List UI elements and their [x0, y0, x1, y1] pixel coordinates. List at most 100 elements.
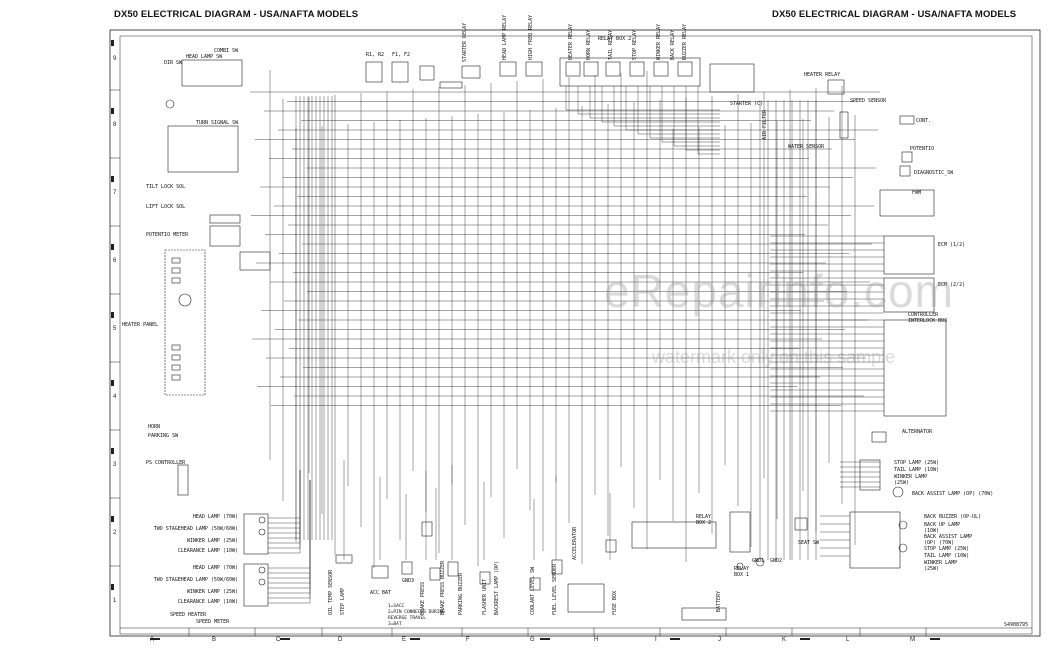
label-potentio: POTENTIO	[910, 146, 935, 152]
label-battery: BATTERY	[716, 590, 722, 612]
label-f1-f2: F1, F2	[392, 52, 411, 58]
zone-row-8: 8	[113, 122, 117, 128]
label-gnd2: GND2	[770, 558, 783, 564]
label-flasher-unit: FLASHER UNIT	[482, 578, 488, 615]
label-head-lamp-2: HEAD LAMP (70W)	[192, 565, 238, 571]
watermark-main: eRepairinfo.com	[604, 265, 954, 317]
label-heater-panel: HEATER PANEL	[122, 322, 159, 328]
relay-box-2-top	[365, 57, 701, 89]
label-spd-sensor: SPEED SENSOR	[850, 98, 887, 104]
watermark-sub: watermark only on this sample	[652, 347, 896, 367]
label-tail-lamp-2: TAIL LAMP (10W)	[924, 553, 970, 559]
label-tilt-lock-sol: TILT LOCK SOL	[146, 184, 186, 190]
zone-col-h: H	[594, 637, 599, 643]
label-relay-7: STOP RELAY	[632, 29, 638, 60]
label-tail-lamp-r: TAIL LAMP (10W)	[894, 467, 940, 473]
page-title-left: DX50 ELECTRICAL DIAGRAM - USA/NAFTA MODE…	[114, 9, 359, 20]
label-speed-meter: SPEED METER	[196, 619, 230, 625]
label-fuel-level-sender: FUEL LEVEL SENDER	[552, 563, 558, 615]
zone-col-f: F	[466, 637, 470, 643]
label-diagnostic-sw: DIAGNOSTIC_SW	[914, 170, 954, 176]
label-parking-buzzer: PARKING BUZZER	[458, 572, 464, 615]
label-accelerator: ACCELERATOR	[572, 526, 578, 560]
label-relay-box-2-top: RELAY BOX 2	[598, 36, 632, 42]
label-relay-6: TAIL RELAY	[608, 29, 614, 60]
label-head-lamp-sw: HEAD LAMP SW	[186, 54, 223, 60]
legend-2: 2=PIN CONNECTS DURING REVERSE TRAVEL	[388, 610, 445, 621]
label-relay-9: BACK RELAY	[670, 29, 676, 60]
label-dir-sw: DIR SW	[164, 60, 183, 66]
label-two-stagehead-2: TWO STAGEHEAD LAMP (50W/60W)	[153, 577, 238, 583]
zone-row-3: 3	[113, 462, 117, 468]
zone-col-b: B	[212, 637, 217, 643]
zone-row-4: 4	[113, 394, 117, 400]
label-lift-lock-sol: LIFT LOCK SOL	[146, 204, 186, 210]
page-title-right: DX50 ELECTRICAL DIAGRAM - USA/NAFTA MODE…	[772, 9, 1017, 20]
label-parking-sw: PARKING SW	[148, 433, 179, 439]
bottom-connectors	[335, 521, 617, 591]
label-clearance-lamp-2: CLEARANCE LAMP (10W)	[177, 599, 238, 605]
label-relay-3: HIGH FREQ RELAY	[528, 14, 534, 60]
label-alternator: ALTERNATOR	[902, 429, 933, 435]
label-ecm2: ECM (2/2)	[938, 282, 966, 288]
zone-ticks	[110, 89, 927, 636]
heater-panel-box	[164, 249, 206, 396]
zone-col-e: E	[402, 637, 407, 643]
legend-3: 3=BAT	[388, 622, 402, 627]
zone-col-m: M	[910, 637, 915, 643]
label-controller-interlock-box: CONTROLLER INTERLOCK BOX	[908, 312, 948, 324]
label-relay-8: WINKER RELAY	[656, 23, 662, 60]
label-gnd3: GND3	[402, 578, 415, 584]
lamp-groups	[177, 464, 605, 613]
label-heater-relay: HEATER RELAY	[804, 72, 841, 78]
label-brake-press-buzzer: BRAKE PRESS BUZZER	[440, 560, 446, 615]
label-back-up-lamp: BACK UP LAMP (10W)	[924, 522, 961, 534]
label-cont: CONT.	[916, 118, 932, 124]
label-relay-5: HORN RELAY	[586, 29, 592, 60]
zone-dashes	[111, 40, 940, 640]
label-relay-1: STARTER RELAY	[462, 22, 468, 62]
label-starter: STARTER (C)	[730, 101, 764, 107]
label-r1-r2: R1, R2	[366, 52, 385, 58]
label-relay-10: BUZZER RELAY	[682, 23, 688, 60]
zone-row-6: 6	[113, 258, 117, 264]
label-head-lamp-1: HEAD LAMP (70W)	[192, 514, 238, 520]
label-turn-signal-sw: TURN SIGNAL SW	[196, 120, 239, 126]
label-winker-lamp-1: WINKER LAMP (25W)	[186, 538, 238, 544]
zone-row-1: 1	[113, 598, 117, 604]
label-fuse-box: FUSE BOX	[612, 590, 618, 615]
label-step-lamp: STEP LAMP	[340, 587, 346, 615]
label-ps-controller: PS CONTROLLER	[146, 460, 186, 466]
label-relay-2: HEAD LAMP RELAY	[502, 14, 508, 60]
label-potentio-meter: POTENTIO METER	[146, 232, 189, 238]
right-components	[631, 63, 947, 621]
wire-bundle	[250, 70, 884, 604]
label-stop-lamp-2: STOP LAMP (25W)	[924, 546, 970, 552]
zone-col-a: A	[150, 637, 155, 643]
drawing-frame	[109, 29, 1041, 637]
zone-col-j: J	[718, 637, 721, 643]
label-relay-4: HEATER RELAY	[568, 23, 574, 60]
label-relay-box-1: RELAY BOX 1	[734, 566, 750, 578]
label-gnd1: GND1	[752, 558, 765, 564]
label-back-assist-lamp-2: BACK ASSIST LAMP (OP) (70W)	[924, 534, 973, 546]
label-speed-heater: SPEED HEATER	[170, 612, 207, 618]
zone-col-g: G	[530, 637, 535, 643]
label-acc-bat: ACC BAT	[370, 590, 392, 596]
legend-1: 1=SACC	[388, 604, 405, 609]
zone-row-2: 2	[113, 530, 117, 536]
label-fwm: FWM	[912, 190, 922, 196]
label-water-sensor: WATER SENSOR	[788, 144, 825, 150]
zone-row-9: 9	[113, 56, 117, 62]
label-backrest-lamp: BACKREST LAMP (OP)	[494, 560, 500, 615]
zone-col-d: D	[338, 637, 343, 643]
combi-switch-area	[165, 59, 271, 271]
label-coolant-level-sw: COOLANT LEVEL SW	[530, 566, 536, 615]
label-seat-sw: SEAT SW	[798, 540, 820, 546]
label-air-filter: AIR FILTER	[762, 109, 768, 140]
zone-col-k: K	[782, 637, 787, 643]
label-horn: HORN	[148, 424, 161, 430]
label-oil-temp-sensor: OIL TEMP SENSOR	[328, 569, 334, 615]
label-back-buzzer: BACK BUZZER (OP-UL)	[924, 514, 982, 520]
label-relay-box-2: RELAY BOX 2	[696, 514, 712, 526]
